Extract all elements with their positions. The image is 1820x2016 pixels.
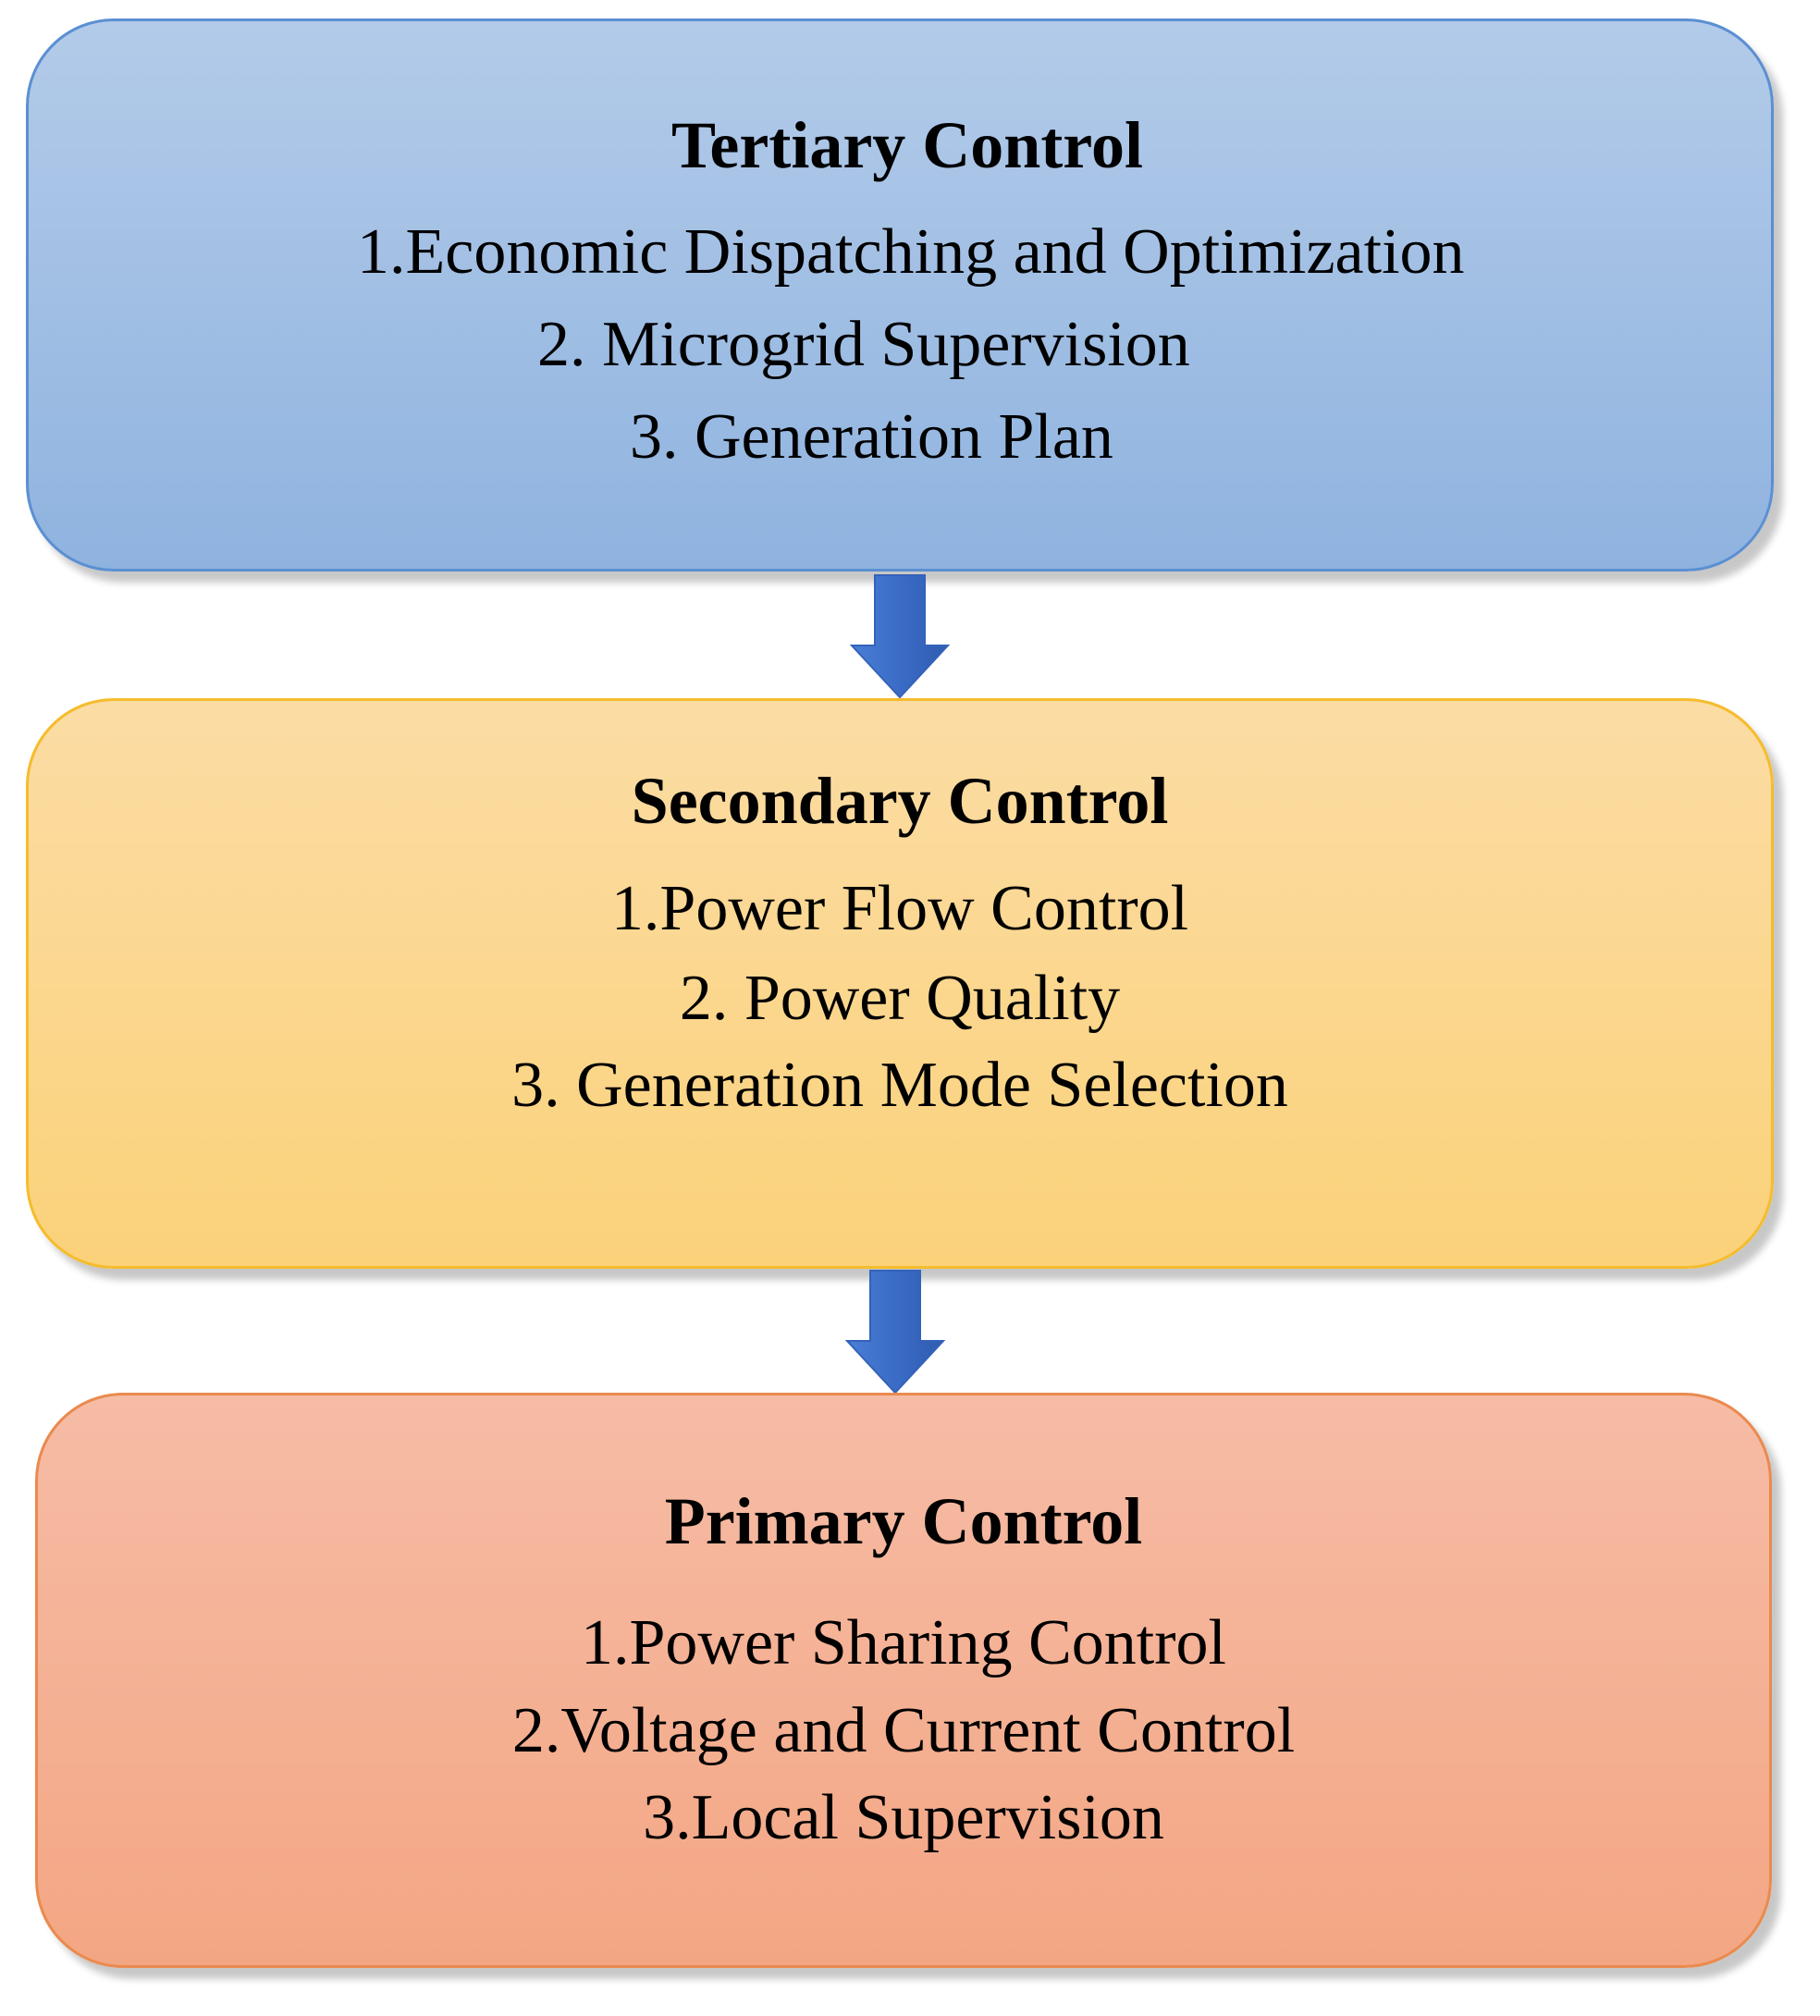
tertiary-item-3: 3. Generation Plan: [630, 401, 1113, 473]
tertiary-item-1: 1.Economic Dispatching and Optimization: [357, 216, 1465, 288]
tertiary-control-box: Tertiary Control 1.Economic Dispatching …: [26, 18, 1774, 572]
tertiary-control-title: Tertiary Control: [671, 108, 1143, 182]
down-arrow-icon: [844, 1270, 946, 1395]
down-arrow-icon: [849, 574, 951, 699]
secondary-item-3: 3. Generation Mode Selection: [511, 1050, 1288, 1121]
primary-control-title: Primary Control: [664, 1484, 1143, 1558]
primary-item-2: 2.Voltage and Current Control: [511, 1695, 1296, 1766]
tertiary-item-2: 2. Microgrid Supervision: [537, 309, 1190, 380]
primary-item-3: 3.Local Supervision: [643, 1782, 1164, 1853]
secondary-control-box: Secondary Control 1.Power Flow Control 2…: [26, 698, 1774, 1269]
primary-control-box: Primary Control 1.Power Sharing Control …: [35, 1393, 1772, 1968]
secondary-item-2: 2. Power Quality: [679, 963, 1121, 1034]
primary-item-1: 1.Power Sharing Control: [580, 1607, 1227, 1678]
secondary-item-1: 1.Power Flow Control: [610, 873, 1189, 944]
secondary-control-title: Secondary Control: [631, 764, 1169, 838]
